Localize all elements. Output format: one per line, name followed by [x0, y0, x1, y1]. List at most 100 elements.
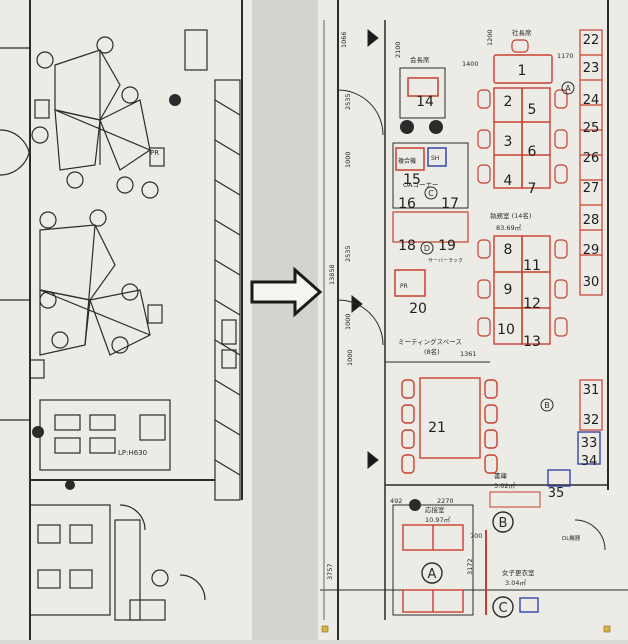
plant-icon	[400, 120, 443, 511]
locker-number: 32	[583, 413, 600, 428]
oa-corner-label: OAコーナー	[403, 181, 438, 189]
door-swing	[574, 519, 606, 551]
door-marker	[367, 450, 379, 470]
locker-number: 33	[581, 436, 598, 451]
president-room-label: 社長席	[512, 28, 532, 37]
seat-number: 16	[398, 196, 416, 212]
room-labels: 社長席 会長席 執務室 (14名) 83.69㎡ OAコーナー 複合機 SH サ…	[398, 28, 581, 587]
locker-fixture	[519, 597, 539, 613]
office-area-label: 83.69㎡	[496, 223, 522, 232]
transition-arrow	[250, 266, 323, 318]
locker-number: 25	[583, 121, 600, 136]
area-label: LP:H630	[118, 449, 147, 457]
office-room-label: 執務室 (14名)	[490, 211, 531, 220]
meeting-capacity-label: (8名)	[424, 347, 440, 356]
dl-equipment	[547, 469, 571, 487]
marker-circle	[492, 596, 514, 618]
marker-circle	[540, 398, 554, 412]
oa-corner	[392, 142, 469, 209]
dim-2100: 2100	[394, 41, 402, 58]
locker-numbers: 22 23 24 25 26 27 28 29 30 31 32 33 34 3…	[548, 33, 600, 501]
locker-number: 34	[581, 454, 598, 469]
door-swing	[0, 144, 31, 176]
dimension-labels: 1066 2100 1400 1200 1170 2535 2535 1000 …	[326, 29, 574, 580]
locker-column	[579, 29, 603, 431]
seat-number: 9	[504, 282, 513, 298]
reception-sofa	[402, 524, 464, 613]
locker-number: 29	[583, 243, 600, 258]
marker-a-bottom: A	[428, 567, 437, 582]
reception-room	[392, 504, 474, 616]
locker-number: 31	[583, 383, 600, 398]
chairman-room-label: 会長席	[410, 55, 430, 64]
seat-number: 17	[441, 196, 459, 212]
dim-1361: 1361	[460, 350, 477, 358]
marker-d-mid: D	[424, 244, 430, 253]
dim-2535-a: 2535	[344, 93, 352, 110]
marker-circle	[424, 186, 438, 200]
dim-700: 700	[470, 532, 482, 540]
printer-label: PR	[150, 149, 159, 157]
marker-c-bottom: C	[498, 601, 507, 616]
selection-handles	[321, 625, 611, 633]
reception-room-label: 応接室	[425, 505, 445, 514]
locker-room-label: 女子更衣室	[502, 568, 535, 577]
seat-number: 7	[528, 181, 537, 197]
seat-number: 6	[528, 144, 537, 160]
before-plan-sheet	[0, 0, 252, 640]
dim-1066: 1066	[340, 31, 348, 48]
reception-area-label: 10.97㎡	[425, 515, 451, 524]
locker-number: 28	[583, 213, 600, 228]
dim-1200: 1200	[486, 29, 494, 46]
meeting-space-label: ミーティングスペース	[398, 337, 462, 346]
chairman-room	[399, 67, 446, 119]
grid-marker-labels: A C D B A B C	[424, 84, 571, 616]
blue-cabinet	[577, 431, 601, 465]
marker-b-bottom: B	[544, 401, 550, 410]
seat-number: 4	[504, 173, 513, 189]
dim-3757: 3757	[326, 563, 334, 580]
dim-2270: 2270	[437, 497, 454, 505]
seat-number: 14	[416, 94, 434, 110]
marker-a-top: A	[565, 84, 571, 93]
marker-b-right: B	[499, 516, 508, 531]
seat-number: 12	[523, 296, 541, 312]
marker-circle	[421, 562, 443, 584]
locker-number: 35	[548, 486, 565, 501]
storage-label: 書庫	[494, 471, 508, 480]
dim-1000-a: 1000	[344, 151, 352, 168]
server-printer-label: PR	[400, 283, 408, 290]
locker-number: 27	[583, 181, 600, 196]
seat-number: 1	[518, 63, 527, 79]
dim-1170: 1170	[557, 52, 574, 60]
locker-number: 23	[583, 61, 600, 76]
dl-label: DL機器	[562, 534, 581, 542]
locker-number: 26	[583, 151, 600, 166]
plant-icon	[32, 94, 181, 490]
seat-number: 18	[398, 238, 416, 254]
door-swing	[337, 299, 384, 346]
server-rack	[394, 269, 426, 297]
shredder	[427, 147, 447, 167]
door-swing	[0, 129, 31, 161]
door-swing	[337, 89, 384, 136]
dim-3172: 3172	[466, 558, 474, 575]
marker-circle	[492, 511, 514, 533]
dim-2535-b: 2535	[344, 245, 352, 262]
seat-number: 5	[528, 102, 537, 118]
seat-number: 19	[438, 238, 456, 254]
seat-number: 10	[497, 322, 515, 338]
meeting-table	[401, 377, 498, 474]
marker-circle	[420, 241, 434, 255]
shredder-label: SH	[431, 155, 439, 162]
workstation-cluster-bottom	[29, 209, 163, 379]
shelving-column	[214, 79, 241, 501]
seat-numbers: 1 2 3 4 5 6 7 8 9 10 11 12 13 14 15 16 1…	[398, 63, 541, 436]
door-marker	[367, 28, 379, 48]
seat-number: 11	[523, 258, 541, 274]
office-desks	[493, 54, 553, 345]
copier	[395, 147, 425, 171]
oa-shelf	[392, 211, 469, 243]
